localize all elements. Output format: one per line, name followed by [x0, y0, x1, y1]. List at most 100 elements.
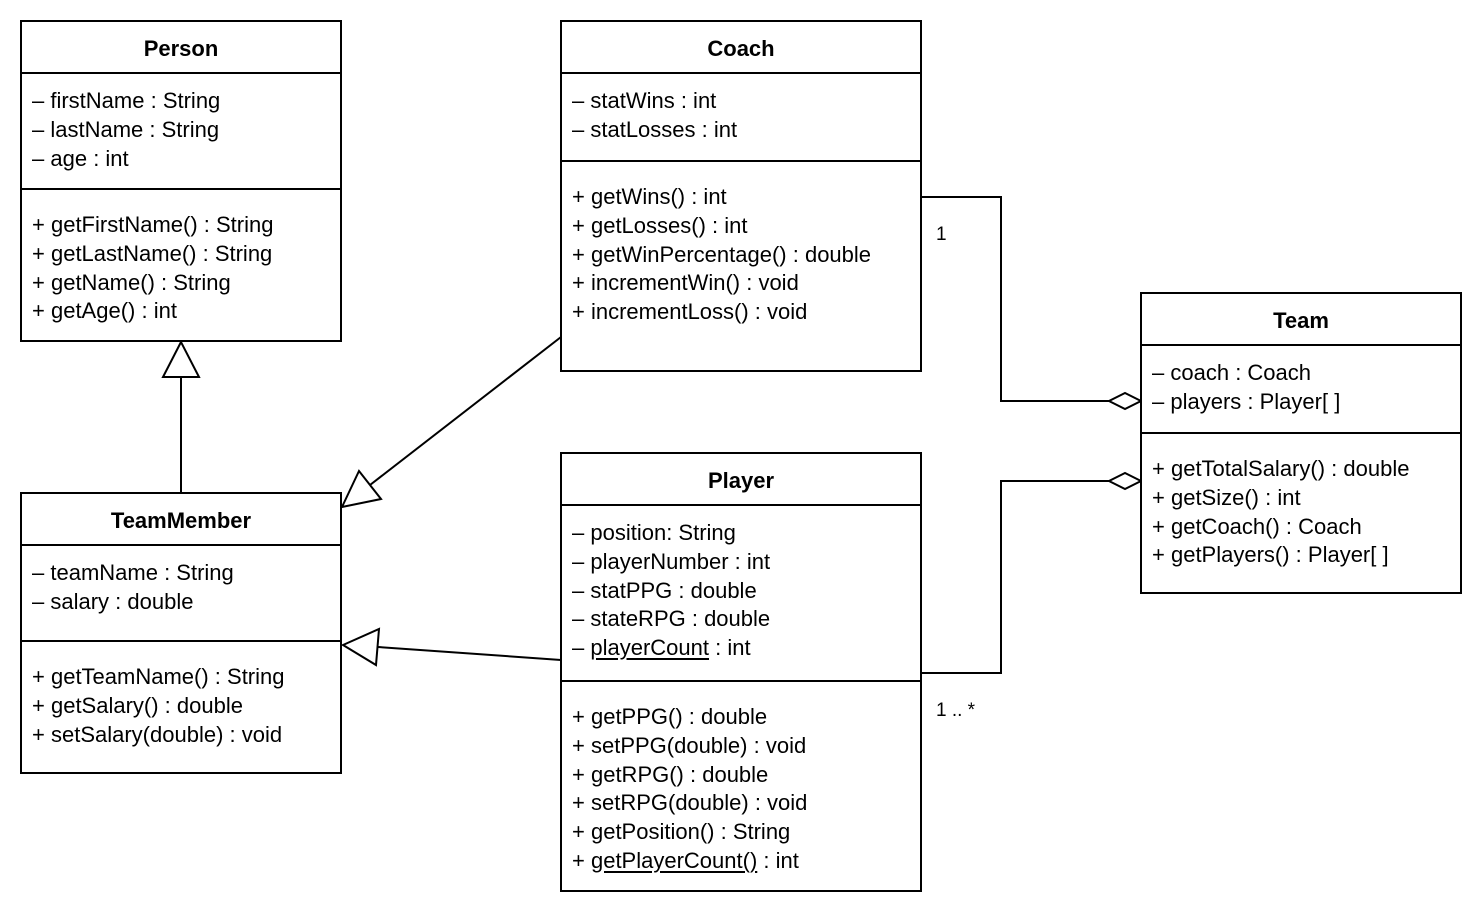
member-visibility: – — [572, 548, 591, 574]
method-row: + getPlayers() : Player[ ] — [1152, 541, 1456, 570]
method-row: + getRPG() : double — [572, 761, 916, 790]
method-row: + getWins() : int — [572, 183, 916, 212]
method-row: + getName() : String — [32, 269, 336, 298]
divider — [562, 504, 920, 506]
member-name: getCoach() — [1170, 513, 1280, 539]
member-visibility: – — [572, 577, 591, 603]
member-type: : int — [135, 298, 177, 324]
member-name: getAge() — [50, 298, 136, 324]
member-name: lastName — [50, 116, 144, 142]
attribute-row: – position: String — [572, 519, 916, 548]
member-visibility: + — [32, 721, 51, 747]
inheritance-arrowhead-person — [161, 339, 201, 378]
member-type: : int — [695, 116, 738, 142]
member-type: : Coach — [1279, 513, 1362, 539]
member-name: setSalary(double) — [50, 721, 224, 747]
attribute-row: – age : int — [32, 145, 336, 174]
attribute-row: – players : Player[ ] — [1152, 388, 1456, 417]
member-visibility: + — [572, 732, 591, 758]
member-name: getLosses() — [590, 212, 706, 238]
attribute-row: – playerCount : int — [572, 634, 916, 663]
member-type: : void — [740, 270, 799, 296]
member-type: : double — [683, 761, 769, 787]
member-type: : String — [143, 116, 220, 142]
member-type: : double — [1325, 456, 1410, 481]
aggregation-diamond-player-team — [1106, 471, 1144, 491]
method-row: + getAge() : int — [32, 297, 336, 326]
member-visibility: – — [32, 145, 51, 171]
divider — [562, 72, 920, 74]
member-type: : int — [728, 548, 771, 574]
attribute-row: – firstName : String — [32, 87, 336, 116]
member-visibility: + — [32, 240, 51, 266]
method-list: + getTotalSalary() : double+ getSize() :… — [1152, 455, 1456, 570]
member-type: : String — [144, 88, 221, 113]
member-type: : void — [747, 732, 807, 758]
member-type: : double — [109, 588, 194, 614]
member-name: getPlayerCount() — [590, 847, 758, 873]
method-row: + setSalary(double) : void — [32, 721, 336, 750]
member-name: getLastName() — [50, 240, 197, 266]
member-visibility: – — [572, 116, 591, 142]
member-name: getPosition() — [590, 819, 715, 845]
method-row: + getFirstName() : String — [32, 211, 336, 240]
member-visibility: + — [572, 704, 591, 729]
member-visibility: + — [572, 790, 591, 816]
method-row: + incrementLoss() : void — [572, 298, 916, 327]
method-row: + getSalary() : double — [32, 692, 336, 721]
member-name: getFirstName() — [50, 212, 198, 237]
member-visibility: + — [32, 692, 51, 718]
attribute-list: – teamName : String– salary : double — [32, 559, 336, 617]
class-team: Team – coach : Coach– players : Player[ … — [1140, 292, 1462, 594]
method-list: + getPPG() : double+ setPPG(double) : vo… — [572, 703, 916, 876]
member-visibility: – — [32, 116, 51, 142]
attribute-list: – position: String– playerNumber : int– … — [572, 519, 916, 663]
attribute-row: – teamName : String — [32, 559, 336, 588]
member-type: : void — [748, 790, 808, 816]
multiplicity-coach-team: 1 — [936, 224, 947, 245]
member-name: incrementLoss() — [590, 299, 749, 325]
member-name: position — [590, 520, 667, 545]
method-row: + getCoach() : Coach — [1152, 513, 1456, 542]
multiplicity-player-team: 1 .. * — [936, 700, 976, 721]
divider — [22, 72, 340, 74]
member-visibility: – — [32, 88, 51, 113]
class-coach: Coach – statWins : int– statLosses : int… — [560, 20, 922, 372]
member-visibility: – — [572, 520, 591, 545]
member-visibility: + — [572, 184, 591, 209]
member-type: : Coach — [1229, 360, 1312, 385]
attribute-row: – statPPG : double — [572, 577, 916, 606]
member-type: : int — [1259, 484, 1301, 510]
member-visibility: – — [1152, 360, 1171, 385]
member-type: : String — [208, 664, 285, 689]
attribute-list: – firstName : String– lastName : String–… — [32, 87, 336, 173]
class-name: Team — [1273, 308, 1329, 333]
member-visibility: + — [32, 269, 51, 295]
member-name: getName() — [50, 269, 155, 295]
method-row: + getTeamName() : String — [32, 663, 336, 692]
aggregation-line-coach-team — [921, 196, 1109, 402]
member-type: : String — [154, 269, 231, 295]
member-name: stateRPG — [590, 606, 686, 632]
member-visibility: + — [1152, 456, 1171, 481]
member-visibility: + — [572, 241, 591, 267]
member-type: : double — [672, 577, 757, 603]
member-visibility: + — [572, 819, 591, 845]
member-name: playerCount — [590, 635, 709, 661]
member-visibility: + — [1152, 542, 1171, 568]
class-person: Person – firstName : String– lastName : … — [20, 20, 342, 342]
member-name: players — [1170, 388, 1242, 414]
member-visibility: + — [32, 664, 51, 689]
method-row: + getPPG() : double — [572, 703, 916, 732]
attribute-row: – playerNumber : int — [572, 548, 916, 577]
member-name: statWins — [590, 88, 675, 113]
member-name: teamName — [50, 560, 158, 585]
method-row: + getLosses() : int — [572, 212, 916, 241]
member-visibility: – — [32, 588, 51, 614]
member-name: getPlayers() — [1170, 542, 1290, 568]
member-name: statLosses — [590, 116, 696, 142]
inheritance-line-coach-teammember — [369, 336, 562, 486]
member-name: getRPG() — [590, 761, 684, 787]
member-visibility: + — [572, 212, 591, 238]
